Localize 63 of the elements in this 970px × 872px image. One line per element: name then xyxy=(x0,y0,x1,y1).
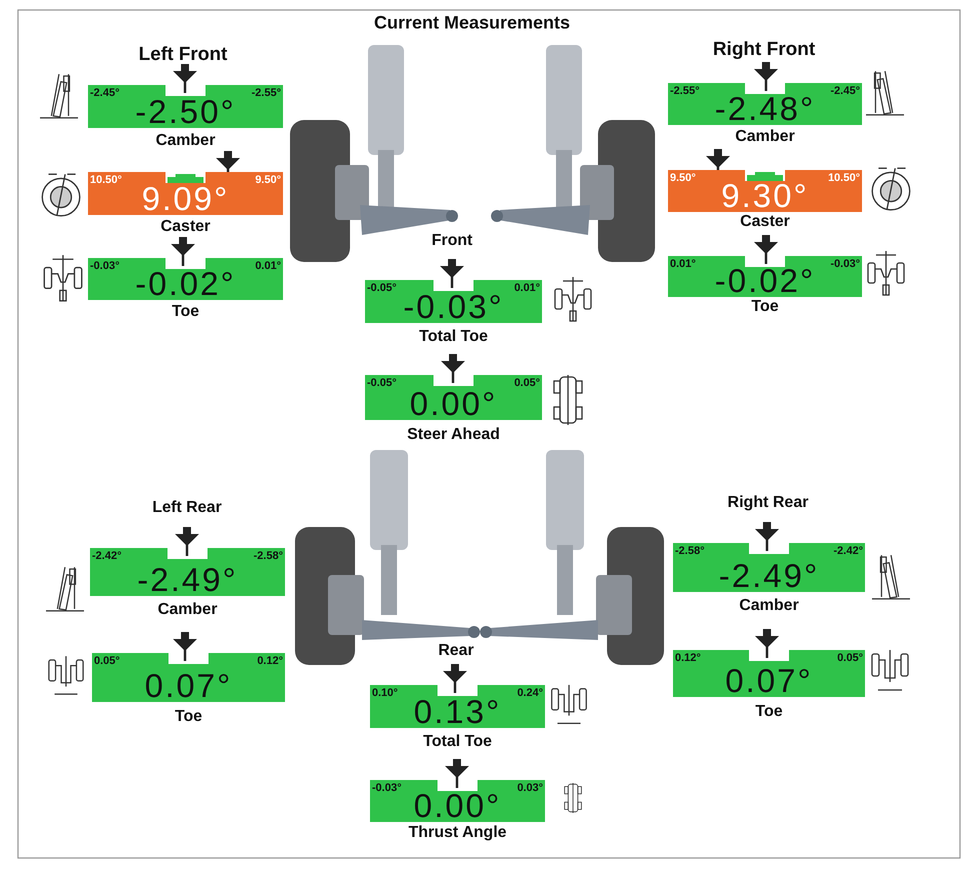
max-limit: -2.42° xyxy=(834,545,863,558)
gauge-label: Camber xyxy=(156,132,216,150)
min-limit: 10.50° xyxy=(90,174,122,187)
max-limit: -2.58° xyxy=(254,550,283,563)
min-limit: 0.12° xyxy=(675,652,701,665)
reading-value: -2.49° xyxy=(137,563,238,597)
min-limit: -2.45° xyxy=(90,87,120,100)
max-limit: 9.50° xyxy=(255,174,281,187)
max-limit: 0.05° xyxy=(514,377,540,390)
title: Current Measurements xyxy=(374,12,570,34)
max-limit: 0.03° xyxy=(517,782,543,795)
reading-value: -2.48° xyxy=(714,92,816,126)
max-limit: 0.12° xyxy=(257,655,283,668)
gauge-label: Camber xyxy=(739,597,799,615)
min-limit: -0.03° xyxy=(90,260,120,273)
gauge-label: Steer Ahead xyxy=(407,426,500,444)
section-heading: Right Rear xyxy=(728,494,808,512)
section-heading: Front xyxy=(432,232,472,250)
min-limit: 0.10° xyxy=(372,687,398,700)
max-limit: 0.01° xyxy=(514,282,540,295)
reading-value: 0.13° xyxy=(414,695,502,729)
reading-value: -0.02° xyxy=(714,264,816,298)
gauge-label: Camber xyxy=(735,128,795,146)
section-heading: Rear xyxy=(438,642,474,660)
max-limit: 0.24° xyxy=(517,687,543,700)
gauge-label: Toe xyxy=(174,708,202,726)
min-limit: 0.05° xyxy=(94,655,120,668)
min-limit: 9.50° xyxy=(670,172,696,185)
min-limit: -0.03° xyxy=(372,782,402,795)
reading-value: -2.50° xyxy=(135,95,236,129)
max-limit: -2.55° xyxy=(252,87,281,100)
min-limit: -2.55° xyxy=(670,85,700,98)
min-limit: -0.05° xyxy=(367,282,396,295)
section-heading: Left Front xyxy=(138,44,228,66)
min-limit: 0.01° xyxy=(670,258,696,271)
reading-value: -0.02° xyxy=(135,267,236,301)
min-limit: -2.58° xyxy=(675,545,704,558)
reading-value: 0.07° xyxy=(725,664,813,698)
reading-value: 0.00° xyxy=(414,789,502,823)
gauge-label: Toe xyxy=(755,703,783,721)
gauge-label: Total Toe xyxy=(419,328,488,346)
reading-value: -2.49° xyxy=(718,559,820,593)
gauge-label: Caster xyxy=(740,213,790,231)
gauge-label: Thrust Angle xyxy=(408,824,507,842)
reading-value: 9.30° xyxy=(721,179,809,213)
gauge-label: Toe xyxy=(172,303,200,321)
gauge-label: Toe xyxy=(751,298,779,316)
max-limit: 0.05° xyxy=(837,652,863,665)
min-limit: -2.42° xyxy=(92,550,122,563)
gauge-label: Caster xyxy=(160,218,210,236)
reading-value: -0.03° xyxy=(403,290,504,324)
reading-value: 0.07° xyxy=(144,669,232,703)
reading-value: 9.09° xyxy=(142,182,230,216)
max-limit: 0.01° xyxy=(255,260,281,273)
min-limit: -0.05° xyxy=(367,377,396,390)
reading-value: 0.00° xyxy=(410,387,498,421)
max-limit: -0.03° xyxy=(830,258,860,271)
max-limit: -2.45° xyxy=(830,85,860,98)
section-heading: Right Front xyxy=(712,39,816,61)
gauge-label: Camber xyxy=(158,601,218,619)
gauge-label: Total Toe xyxy=(423,733,492,751)
section-heading: Left Rear xyxy=(152,499,222,517)
max-limit: 10.50° xyxy=(828,172,860,185)
